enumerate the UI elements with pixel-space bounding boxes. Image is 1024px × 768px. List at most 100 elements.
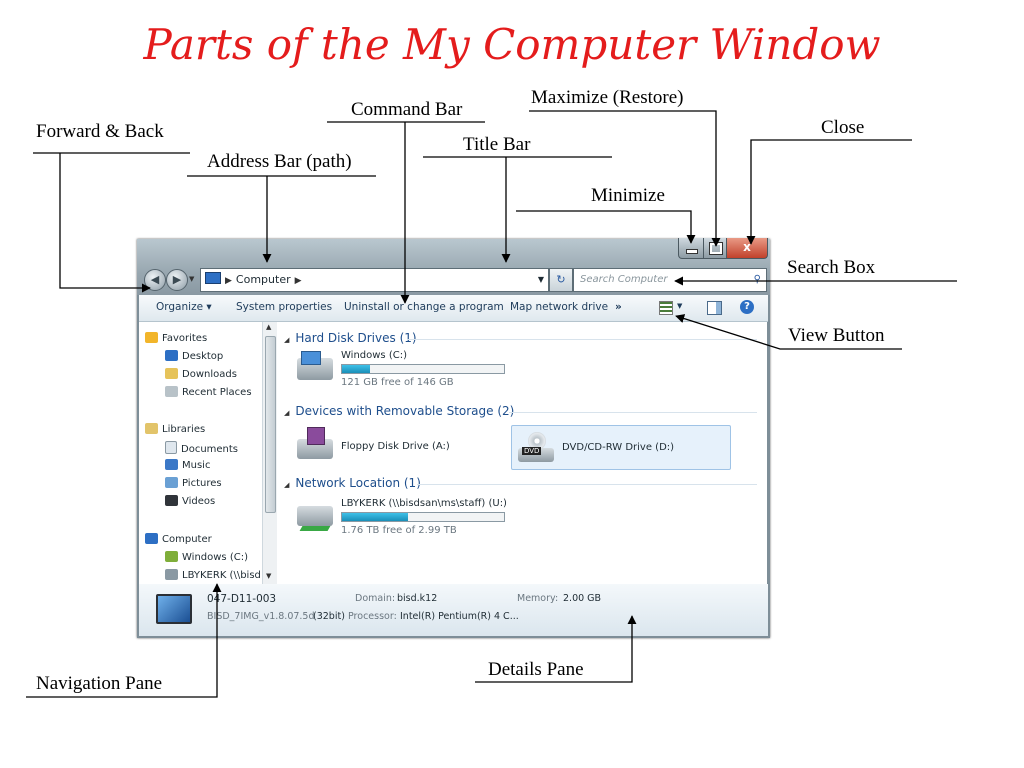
computer-monitor-icon <box>156 594 192 624</box>
domain-label: Domain: <box>355 593 396 604</box>
map-network-drive-button[interactable]: Map network drive <box>510 301 609 313</box>
label-close: Close <box>821 117 865 138</box>
more-commands-button[interactable]: » <box>615 301 622 313</box>
nav-libraries[interactable]: Libraries <box>145 423 205 437</box>
nav-favorites[interactable]: Favorites <box>145 332 207 346</box>
refresh-button[interactable]: ↻ <box>549 268 573 292</box>
view-button[interactable]: ▼ <box>659 301 685 315</box>
hard-drive-icon <box>297 351 333 380</box>
callout-details-pane <box>475 615 637 683</box>
desktop-icon <box>165 350 178 361</box>
group-network-location[interactable]: ◢Network Location (1) <box>284 476 421 490</box>
processor-label: Processor: <box>348 611 397 622</box>
address-dropdown-icon[interactable]: ▼ <box>537 275 544 284</box>
network-drive-icon <box>297 506 333 531</box>
recent-pages-chevron-icon[interactable]: ▼ <box>189 275 195 283</box>
expand-arrow-icon: ◢ <box>284 481 290 489</box>
callout-minimize <box>516 210 696 244</box>
callout-forward-back <box>33 152 190 288</box>
label-address-bar: Address Bar (path) <box>207 151 352 172</box>
callout-navigation-pane <box>26 583 222 698</box>
address-bar[interactable]: ▶Computer▶ ▼ <box>200 268 549 292</box>
forward-button[interactable]: ▶ <box>166 269 188 291</box>
network-drive-icon <box>165 569 178 580</box>
scroll-thumb[interactable] <box>265 336 276 513</box>
group-removable-storage[interactable]: ◢Devices with Removable Storage (2) <box>284 404 515 418</box>
computer-name: 047-D11-003 <box>207 593 277 605</box>
drive-network-u[interactable]: LBYKERK (\\bisdsan\ms\staff) (U:) 1.76 T… <box>297 498 527 542</box>
search-icon[interactable]: ⚲ <box>753 274 761 285</box>
os-bits: (32bit) <box>313 611 345 622</box>
uninstall-program-button[interactable]: Uninstall or change a program <box>344 301 504 313</box>
dvd-drive-icon: DVD <box>518 432 554 462</box>
drive-u-usage-bar <box>341 512 505 522</box>
star-icon <box>145 332 158 343</box>
explorer-window: x ◀ ▶ ▼ ▶Computer▶ ▼ ↻ Search Computer ⚲… <box>137 238 770 638</box>
group-divider <box>417 484 757 485</box>
label-minimize: Minimize <box>591 185 665 206</box>
documents-icon <box>165 441 177 454</box>
hard-drive-icon <box>165 551 178 562</box>
nav-videos[interactable]: Videos <box>165 495 215 509</box>
nav-pictures[interactable]: Pictures <box>165 477 222 491</box>
organize-button[interactable]: Organize ▾ <box>156 301 212 313</box>
dvd-badge: DVD <box>522 447 542 455</box>
libraries-icon <box>145 423 158 434</box>
nav-desktop[interactable]: Desktop <box>165 350 223 364</box>
nav-windows-c[interactable]: Windows (C:) <box>165 551 248 565</box>
callout-maximize <box>529 110 721 247</box>
nav-documents[interactable]: Documents <box>165 441 238 455</box>
downloads-icon <box>165 368 178 379</box>
callout-address-bar <box>187 175 376 262</box>
content-area: ◢Hard Disk Drives (1) Windows (C:) 121 G… <box>277 322 767 584</box>
close-button[interactable]: x <box>726 238 768 259</box>
expand-arrow-icon: ◢ <box>284 336 290 344</box>
command-bar: Organize ▾ System properties Uninstall o… <box>139 295 768 322</box>
nav-downloads[interactable]: Downloads <box>165 368 237 382</box>
view-icon <box>659 301 673 315</box>
label-view-button: View Button <box>788 325 885 346</box>
label-command-bar: Command Bar <box>351 99 463 120</box>
nav-lbykerk[interactable]: LBYKERK (\\bisd: <box>165 569 264 583</box>
breadcrumb-separator-icon: ▶ <box>225 276 232 286</box>
label-navigation-pane: Navigation Pane <box>36 673 163 694</box>
search-box[interactable]: Search Computer ⚲ <box>573 268 767 292</box>
drive-floppy-a[interactable]: Floppy Disk Drive (A:) <box>297 427 497 465</box>
nav-recent-places[interactable]: Recent Places <box>165 386 252 400</box>
callout-title-bar <box>423 156 612 262</box>
page-title: Parts of the My Computer Window <box>143 20 881 69</box>
close-icon: x <box>743 240 751 254</box>
navigation-scrollbar[interactable]: ▲ ▼ <box>262 322 277 584</box>
details-pane: 047-D11-003 BISD_7IMG_v1.8.07.5d (32bit)… <box>139 584 768 636</box>
breadcrumb-chevron-icon[interactable]: ▶ <box>294 276 302 286</box>
group-hard-disk-drives[interactable]: ◢Hard Disk Drives (1) <box>284 331 417 345</box>
system-properties-button[interactable]: System properties <box>236 301 333 313</box>
help-button[interactable]: ? <box>740 300 754 314</box>
callout-close <box>746 139 912 245</box>
breadcrumb-computer[interactable]: Computer <box>235 273 291 286</box>
preview-pane-button[interactable] <box>707 301 722 315</box>
scroll-down-icon[interactable]: ▼ <box>266 572 272 580</box>
scroll-up-icon[interactable]: ▲ <box>266 323 272 331</box>
drive-dvd-d[interactable]: DVD DVD/CD-RW Drive (D:) <box>511 425 731 470</box>
label-search-box: Search Box <box>787 257 876 278</box>
label-maximize: Maximize (Restore) <box>531 87 684 108</box>
callout-view-button <box>675 314 902 350</box>
refresh-icon: ↻ <box>556 273 566 286</box>
pictures-icon <box>165 477 178 488</box>
view-dropdown-icon: ▼ <box>677 302 683 310</box>
computer-icon <box>145 533 158 544</box>
memory-label: Memory: <box>517 593 559 604</box>
label-details-pane: Details Pane <box>488 659 584 680</box>
nav-music[interactable]: Music <box>165 459 210 473</box>
domain-value: bisd.k12 <box>397 593 438 604</box>
group-divider <box>407 339 757 340</box>
nav-computer[interactable]: Computer <box>145 533 212 547</box>
computer-icon <box>205 272 221 284</box>
help-icon: ? <box>744 301 750 312</box>
drive-windows-c[interactable]: Windows (C:) 121 GB free of 146 GB <box>297 350 517 390</box>
floppy-drive-icon <box>297 427 333 459</box>
drive-c-usage-bar <box>341 364 505 374</box>
group-divider <box>509 412 757 413</box>
